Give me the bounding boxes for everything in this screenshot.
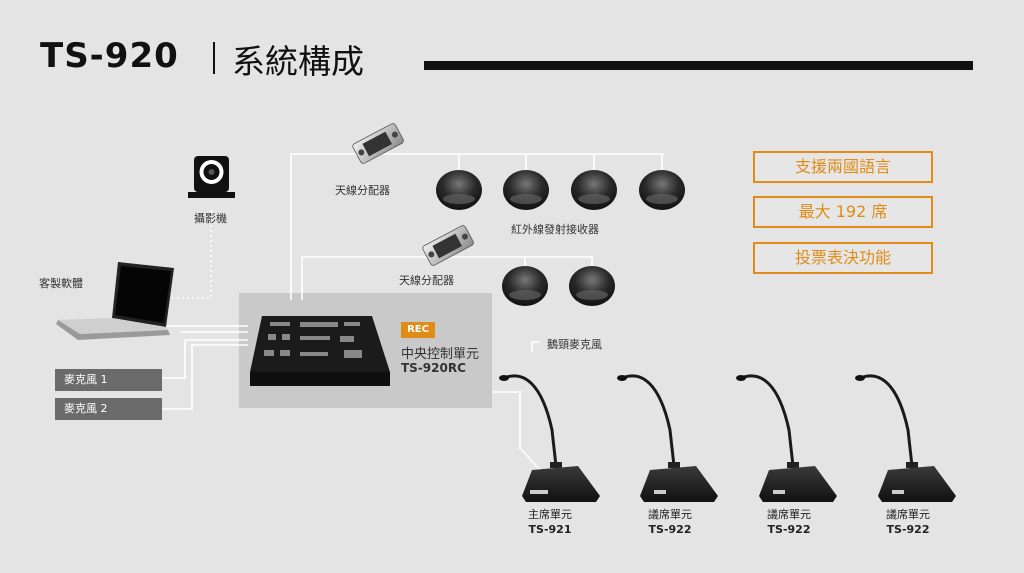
unit-label: 議席單元 TS-922 bbox=[625, 507, 715, 537]
ir-receiver-label: 紅外線發射接收器 bbox=[511, 223, 599, 236]
camera-icon bbox=[188, 156, 235, 198]
central-controller-icon bbox=[250, 316, 390, 386]
unit-model: TS-922 bbox=[886, 523, 930, 536]
antenna-distributor-icon-1 bbox=[352, 123, 404, 164]
mic-input-2: 麥克風 2 bbox=[55, 398, 162, 420]
laptop-icon bbox=[56, 262, 174, 340]
gooseneck-mic-label: 鵝頸麥克風 bbox=[547, 338, 602, 351]
ir-dome-icon bbox=[502, 266, 548, 306]
unit-name: 議席單元 bbox=[767, 508, 811, 521]
controller-model: TS-920RC bbox=[401, 361, 466, 375]
camera-label: 攝影機 bbox=[194, 212, 227, 225]
ir-dome-icon bbox=[503, 170, 549, 210]
ir-dome-icon bbox=[436, 170, 482, 210]
ir-dome-icon bbox=[639, 170, 685, 210]
antenna-label-2: 天線分配器 bbox=[399, 274, 454, 287]
unit-model: TS-922 bbox=[767, 523, 811, 536]
ir-dome-icon bbox=[571, 170, 617, 210]
controller-name: 中央控制單元 bbox=[401, 347, 480, 362]
camera-link-line bbox=[160, 210, 212, 299]
unit-name: 主席單元 bbox=[528, 508, 572, 521]
antenna-distributor-icon-2 bbox=[422, 225, 474, 266]
unit-label: 議席單元 TS-922 bbox=[744, 507, 834, 537]
delegate-unit-icon bbox=[736, 374, 837, 502]
unit-model: TS-922 bbox=[648, 523, 692, 536]
software-label: 客製軟體 bbox=[39, 277, 83, 290]
feature-bilingual: 支援兩國語言 bbox=[753, 151, 933, 183]
delegate-unit-icon bbox=[617, 374, 718, 502]
title-divider bbox=[213, 42, 215, 74]
header-bar bbox=[424, 61, 973, 70]
unit-label: 主席單元 TS-921 bbox=[505, 507, 595, 537]
unit-model: TS-921 bbox=[528, 523, 572, 536]
page-title: TS-920 bbox=[40, 36, 179, 76]
rec-badge: REC bbox=[401, 322, 435, 338]
mic-input-1: 麥克風 1 bbox=[55, 369, 162, 391]
feature-voting: 投票表決功能 bbox=[753, 242, 933, 274]
chairman-unit-icon bbox=[499, 374, 600, 502]
ir-dome-icon bbox=[569, 266, 615, 306]
feature-max-seats: 最大 192 席 bbox=[753, 196, 933, 228]
delegate-unit-icon bbox=[855, 374, 956, 502]
unit-label: 議席單元 TS-922 bbox=[863, 507, 953, 537]
antenna-label-1: 天線分配器 bbox=[335, 184, 390, 197]
unit-name: 議席單元 bbox=[886, 508, 930, 521]
page-subtitle: 系統構成 bbox=[232, 42, 364, 81]
unit-name: 議席單元 bbox=[648, 508, 692, 521]
